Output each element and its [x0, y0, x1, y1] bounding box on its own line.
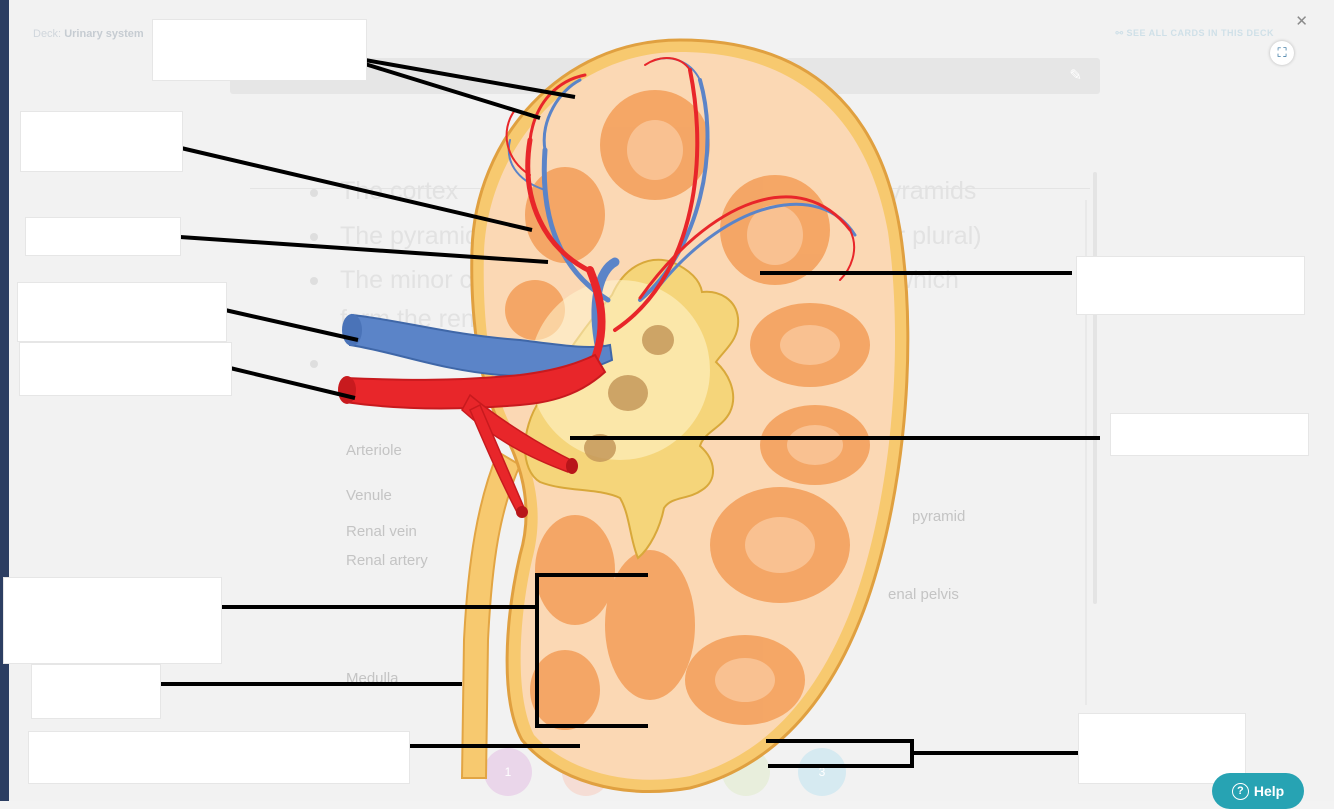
- help-button[interactable]: ?Help: [1212, 773, 1304, 809]
- label-venule: Venule: [346, 487, 392, 504]
- label-box-3[interactable]: [25, 217, 181, 256]
- help-icon: ?: [1231, 782, 1249, 800]
- artery-cut: [516, 506, 528, 518]
- leader-lines: [159, 58, 1100, 768]
- label-pyramid: pyramid: [912, 508, 966, 525]
- pyramid-highlights: [627, 120, 843, 702]
- label-box-7[interactable]: [1110, 413, 1309, 456]
- label-box-2[interactable]: [20, 111, 183, 172]
- scroll-guide: [1085, 200, 1087, 705]
- ureter: [460, 450, 522, 779]
- label-box-9[interactable]: [31, 664, 161, 719]
- bullet: [310, 360, 318, 368]
- edit-icon[interactable]: ✎: [1069, 67, 1082, 84]
- calyx-opening: [584, 434, 616, 462]
- nav-dot-1[interactable]: 1: [484, 748, 532, 796]
- label-arteriole: Arteriole: [346, 442, 402, 459]
- label-renal-artery: Renal artery: [346, 552, 428, 569]
- left-strip: [0, 0, 9, 801]
- renal-vein-end: [342, 314, 362, 346]
- nav-dot-3[interactable]: 3: [798, 748, 846, 796]
- label-box-4[interactable]: [17, 282, 227, 342]
- label-box-1[interactable]: [152, 19, 367, 81]
- calyx-opening: [642, 325, 674, 355]
- label-box-11[interactable]: [1078, 713, 1246, 784]
- help-label: Help: [1253, 783, 1285, 799]
- scrollbar[interactable]: [1093, 172, 1097, 604]
- renal-artery-end: [338, 376, 356, 404]
- expand-icon[interactable]: ⛶: [1270, 41, 1294, 65]
- label-box-6[interactable]: [1076, 256, 1305, 315]
- renal-artery: [344, 353, 607, 410]
- see-all-cards-link[interactable]: ⚯ SEE ALL CARDS IN THIS DECK: [1115, 28, 1274, 38]
- bg-text-line2: The pyramid: [340, 222, 479, 250]
- close-icon[interactable]: ✕: [1295, 13, 1308, 30]
- artery-cut: [566, 458, 578, 474]
- label-box-10[interactable]: [28, 731, 410, 784]
- label-renal-pelvis: enal pelvis: [888, 586, 959, 603]
- bg-text-line3: The minor c: [340, 266, 472, 294]
- label-box-8[interactable]: [3, 577, 222, 664]
- renal-vein: [348, 313, 614, 378]
- artery-branches: [505, 57, 856, 374]
- label-box-5[interactable]: [19, 342, 232, 396]
- label-renal-vein: Renal vein: [346, 523, 417, 540]
- calyx-opening: [608, 375, 648, 411]
- bullet: [310, 233, 318, 241]
- bullet: [310, 277, 318, 285]
- bullet: [310, 189, 318, 197]
- deck-label[interactable]: Deck: Urinary system: [33, 28, 144, 40]
- pelvis-glow: [530, 280, 710, 460]
